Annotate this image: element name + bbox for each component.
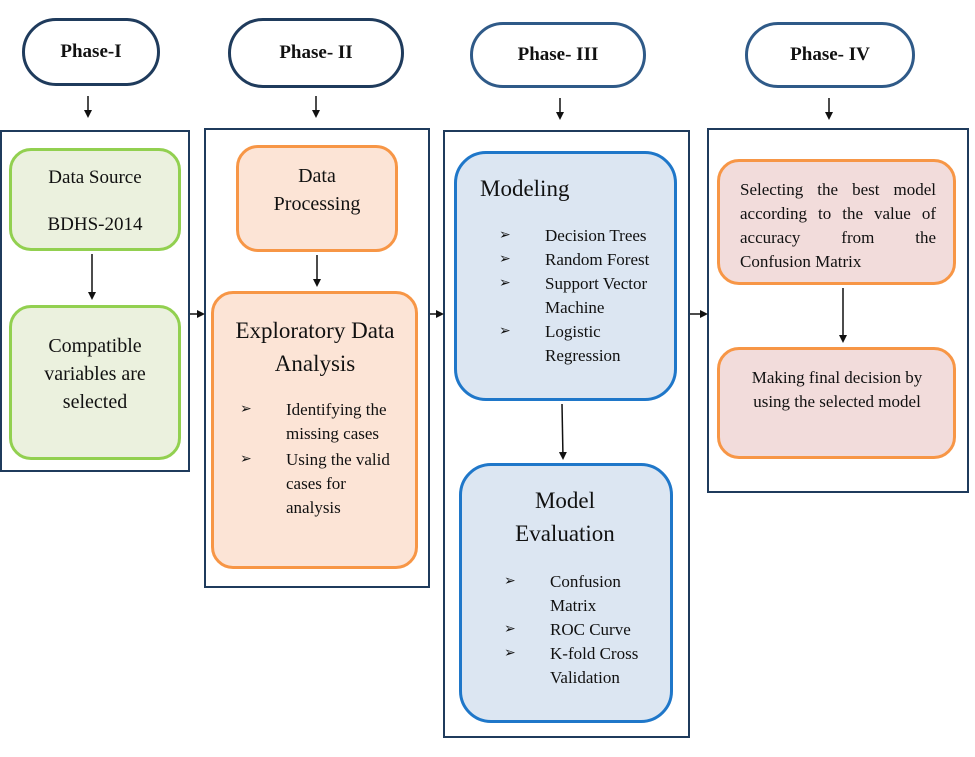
arrowhead-bullet-icon: ➢ bbox=[504, 574, 516, 589]
select-best-model-text: Selecting the best model according to th… bbox=[740, 180, 936, 271]
phase-1-pill: Phase-I bbox=[22, 18, 160, 86]
data-source-name: BDHS-2014 bbox=[47, 214, 143, 235]
evaluation-item: ➢K-fold Cross Validation bbox=[504, 644, 639, 687]
phase-2-pill: Phase- II bbox=[228, 18, 404, 88]
modeling-item: ➢Random Forest bbox=[497, 248, 667, 272]
data-source-label: Data Source bbox=[48, 167, 142, 188]
phase-4-pill: Phase- IV bbox=[745, 22, 915, 88]
eda-item: ➢Using the valid cases for analysis bbox=[240, 450, 390, 517]
evaluation-item: ➢Confusion Matrix bbox=[504, 572, 621, 615]
modeling-item: ➢Support Vector Machine bbox=[499, 274, 648, 317]
modeling-title: Modeling bbox=[480, 176, 570, 201]
eda-box: Exploratory Data Analysis ➢Identifying t… bbox=[211, 291, 418, 569]
modeling-list: ➢Decision Trees ➢Random Forest ➢Support … bbox=[497, 224, 667, 368]
modeling-item: ➢Logistic Regression bbox=[499, 322, 621, 365]
arrowhead-bullet-icon: ➢ bbox=[499, 324, 511, 339]
arrowhead-bullet-icon: ➢ bbox=[499, 276, 511, 291]
arrowhead-bullet-icon: ➢ bbox=[240, 402, 252, 417]
arrowhead-bullet-icon: ➢ bbox=[240, 452, 252, 467]
modeling-to-evaluation-arrow bbox=[558, 403, 567, 460]
final-decision-text: Making final decision by using the selec… bbox=[751, 368, 923, 411]
phase-3-pill: Phase- III bbox=[470, 22, 646, 88]
arrowhead-bullet-icon: ➢ bbox=[499, 252, 511, 267]
phase-4-label: Phase- IV bbox=[790, 44, 870, 65]
arrowhead-bullet-icon: ➢ bbox=[499, 228, 511, 243]
phase-2-label: Phase- II bbox=[279, 42, 353, 63]
final-decision-box: Making final decision by using the selec… bbox=[717, 347, 956, 459]
evaluation-item: ➢ROC Curve bbox=[502, 618, 662, 642]
data-source-box: Data Source BDHS-2014 bbox=[9, 148, 181, 251]
model-evaluation-title: Model Evaluation bbox=[515, 488, 615, 546]
eda-item: ➢Identifying the missing cases bbox=[240, 400, 387, 443]
phase-3-label: Phase- III bbox=[517, 44, 599, 65]
eda-list: ➢Identifying the missing cases ➢Using th… bbox=[238, 398, 398, 520]
modeling-box: Modeling ➢Decision Trees ➢Random Forest … bbox=[454, 151, 677, 401]
data-processing-box: Data Processing bbox=[236, 145, 398, 252]
compatible-variables-box: Compatible variables are selected bbox=[9, 305, 181, 460]
data-processing-text: Data Processing bbox=[273, 165, 361, 215]
modeling-item: ➢Decision Trees bbox=[497, 224, 667, 248]
evaluation-list: ➢Confusion Matrix ➢ROC Curve ➢K-fold Cro… bbox=[502, 570, 662, 690]
model-evaluation-box: Model Evaluation ➢Confusion Matrix ➢ROC … bbox=[459, 463, 673, 723]
compatible-variables-text: Compatible variables are selected bbox=[44, 335, 146, 413]
select-best-model-box: Selecting the best model according to th… bbox=[717, 159, 956, 285]
phase-1-label: Phase-I bbox=[60, 41, 122, 62]
eda-title: Exploratory Data Analysis bbox=[235, 318, 395, 376]
arrowhead-bullet-icon: ➢ bbox=[504, 622, 516, 637]
arrowhead-bullet-icon: ➢ bbox=[504, 646, 516, 661]
